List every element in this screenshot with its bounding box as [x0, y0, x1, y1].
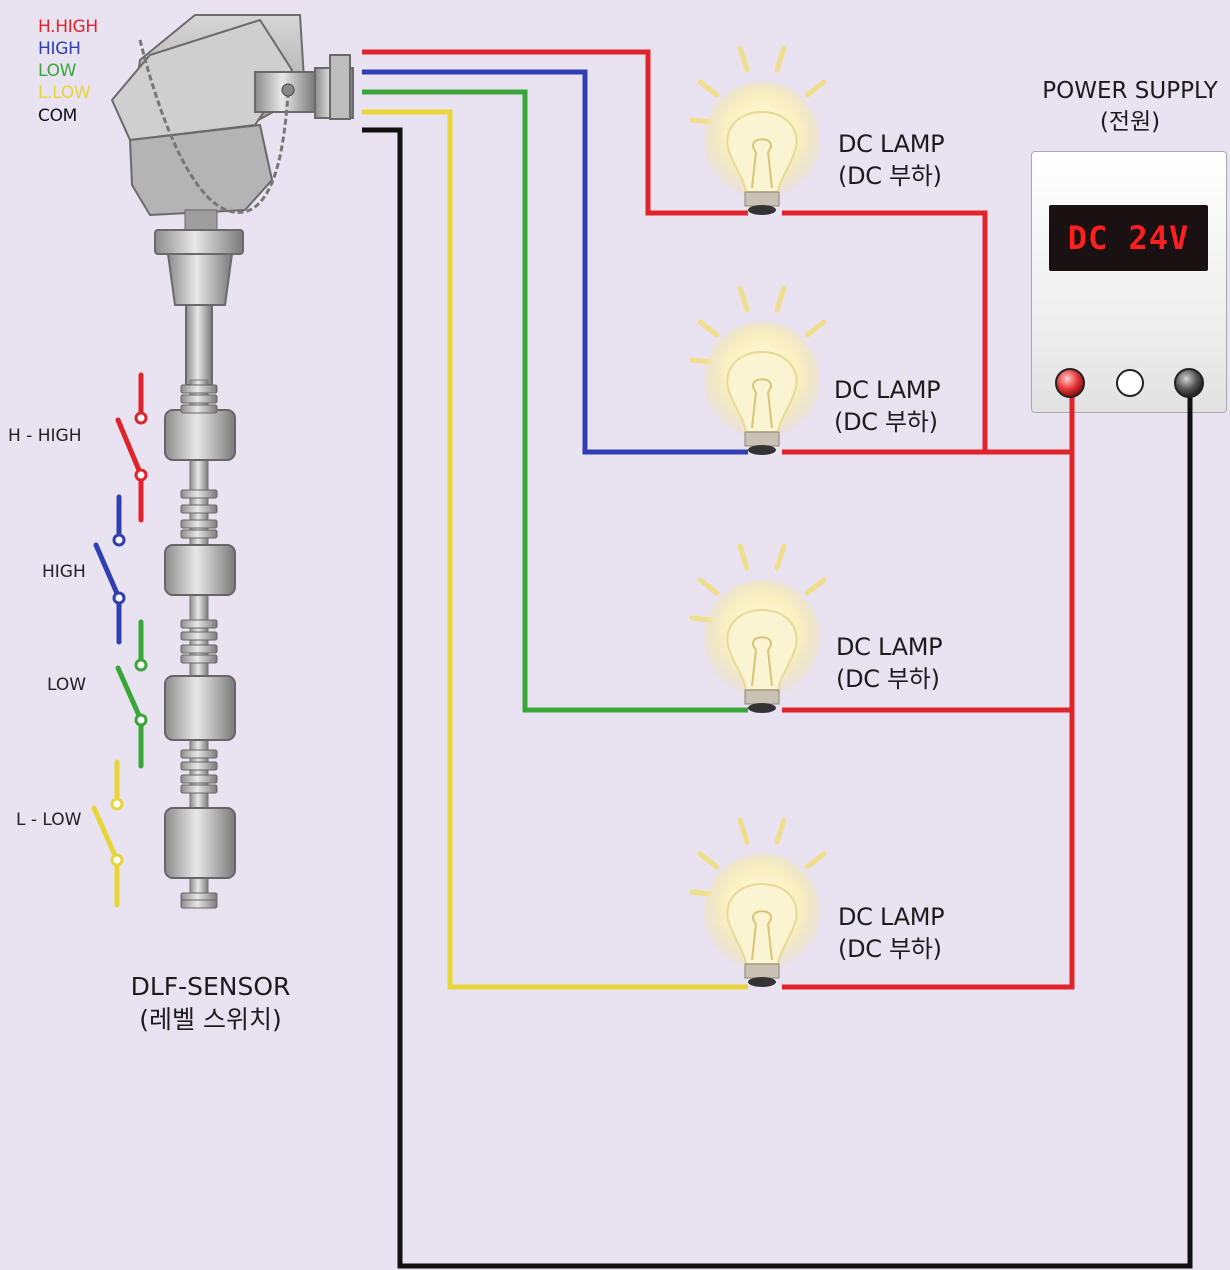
- lamp-label-4: DC LAMP (DC 부하): [838, 901, 945, 965]
- power-supply-title: POWER SUPPLY: [1042, 78, 1218, 104]
- legend-l-low: L.LOW: [38, 83, 91, 103]
- sensor-caption: DLF-SENSOR (레벨 스위치): [118, 970, 303, 1036]
- lamp-subtitle: (DC 부하): [838, 935, 942, 963]
- lamp-label-1: DC LAMP (DC 부하): [838, 128, 945, 192]
- lamp-name: DC LAMP: [834, 376, 941, 404]
- wire-return-1: [782, 210, 988, 452]
- lamp-subtitle: (DC 부하): [834, 408, 938, 436]
- float-switch-icon: [164, 807, 236, 879]
- switch-contact-icon: [115, 619, 148, 769]
- legend-high: HIGH: [38, 39, 81, 59]
- wire-high: [362, 69, 748, 455]
- switch-label-h-high: H - HIGH: [8, 426, 82, 446]
- wire-l-low: [362, 109, 748, 990]
- switch-contact-icon: [91, 759, 124, 908]
- switch-label-low: LOW: [47, 675, 87, 695]
- light-bulb-icon: [689, 285, 827, 455]
- legend-h-high: H.HIGH: [38, 17, 98, 37]
- light-bulb-icon: [689, 45, 827, 215]
- float-switch-icon: [164, 675, 236, 741]
- switch-label-high: HIGH: [42, 562, 86, 582]
- switch-label-l-low: L - LOW: [16, 810, 82, 830]
- power-terminal-positive-icon: [1055, 368, 1085, 398]
- legend-low: LOW: [38, 61, 77, 81]
- wire-h-high: [362, 49, 748, 216]
- lamp-label-2: DC LAMP (DC 부하): [834, 374, 941, 438]
- switch-symbols: [91, 372, 148, 908]
- float-column: [164, 379, 236, 909]
- power-terminal-empty-icon: [1116, 369, 1144, 397]
- wire-low: [362, 89, 748, 713]
- lamp-subtitle: (DC 부하): [838, 162, 942, 190]
- lamps-graphics: [689, 45, 827, 987]
- float-switch-icon: [164, 544, 236, 596]
- sensor-subtitle: (레벨 스위치): [139, 1005, 282, 1034]
- switch-contact-icon: [93, 494, 126, 645]
- legend-com: COM: [38, 106, 78, 126]
- lamp-label-3: DC LAMP (DC 부하): [836, 631, 943, 695]
- power-terminal-negative-icon: [1174, 368, 1204, 398]
- light-bulb-icon: [689, 817, 827, 987]
- lamp-name: DC LAMP: [836, 633, 943, 661]
- wire-return-4: [782, 385, 1075, 990]
- power-terminals: [1055, 368, 1204, 398]
- lamp-name: DC LAMP: [838, 130, 945, 158]
- lamp-subtitle: (DC 부하): [836, 665, 940, 693]
- power-supply-caption: POWER SUPPLY (전원): [1035, 76, 1225, 138]
- sensor-name: DLF-SENSOR: [130, 972, 291, 1001]
- lamp-name: DC LAMP: [838, 903, 945, 931]
- power-supply-subtitle: (전원): [1099, 109, 1161, 135]
- power-display: DC 24V: [1049, 205, 1208, 271]
- wires: [362, 49, 1193, 1269]
- wire-com: [362, 127, 1193, 1269]
- light-bulb-icon: [689, 543, 827, 713]
- float-switch-icon: [164, 409, 236, 461]
- switch-contact-icon: [115, 372, 148, 523]
- terminal-head-icon: [110, 14, 354, 386]
